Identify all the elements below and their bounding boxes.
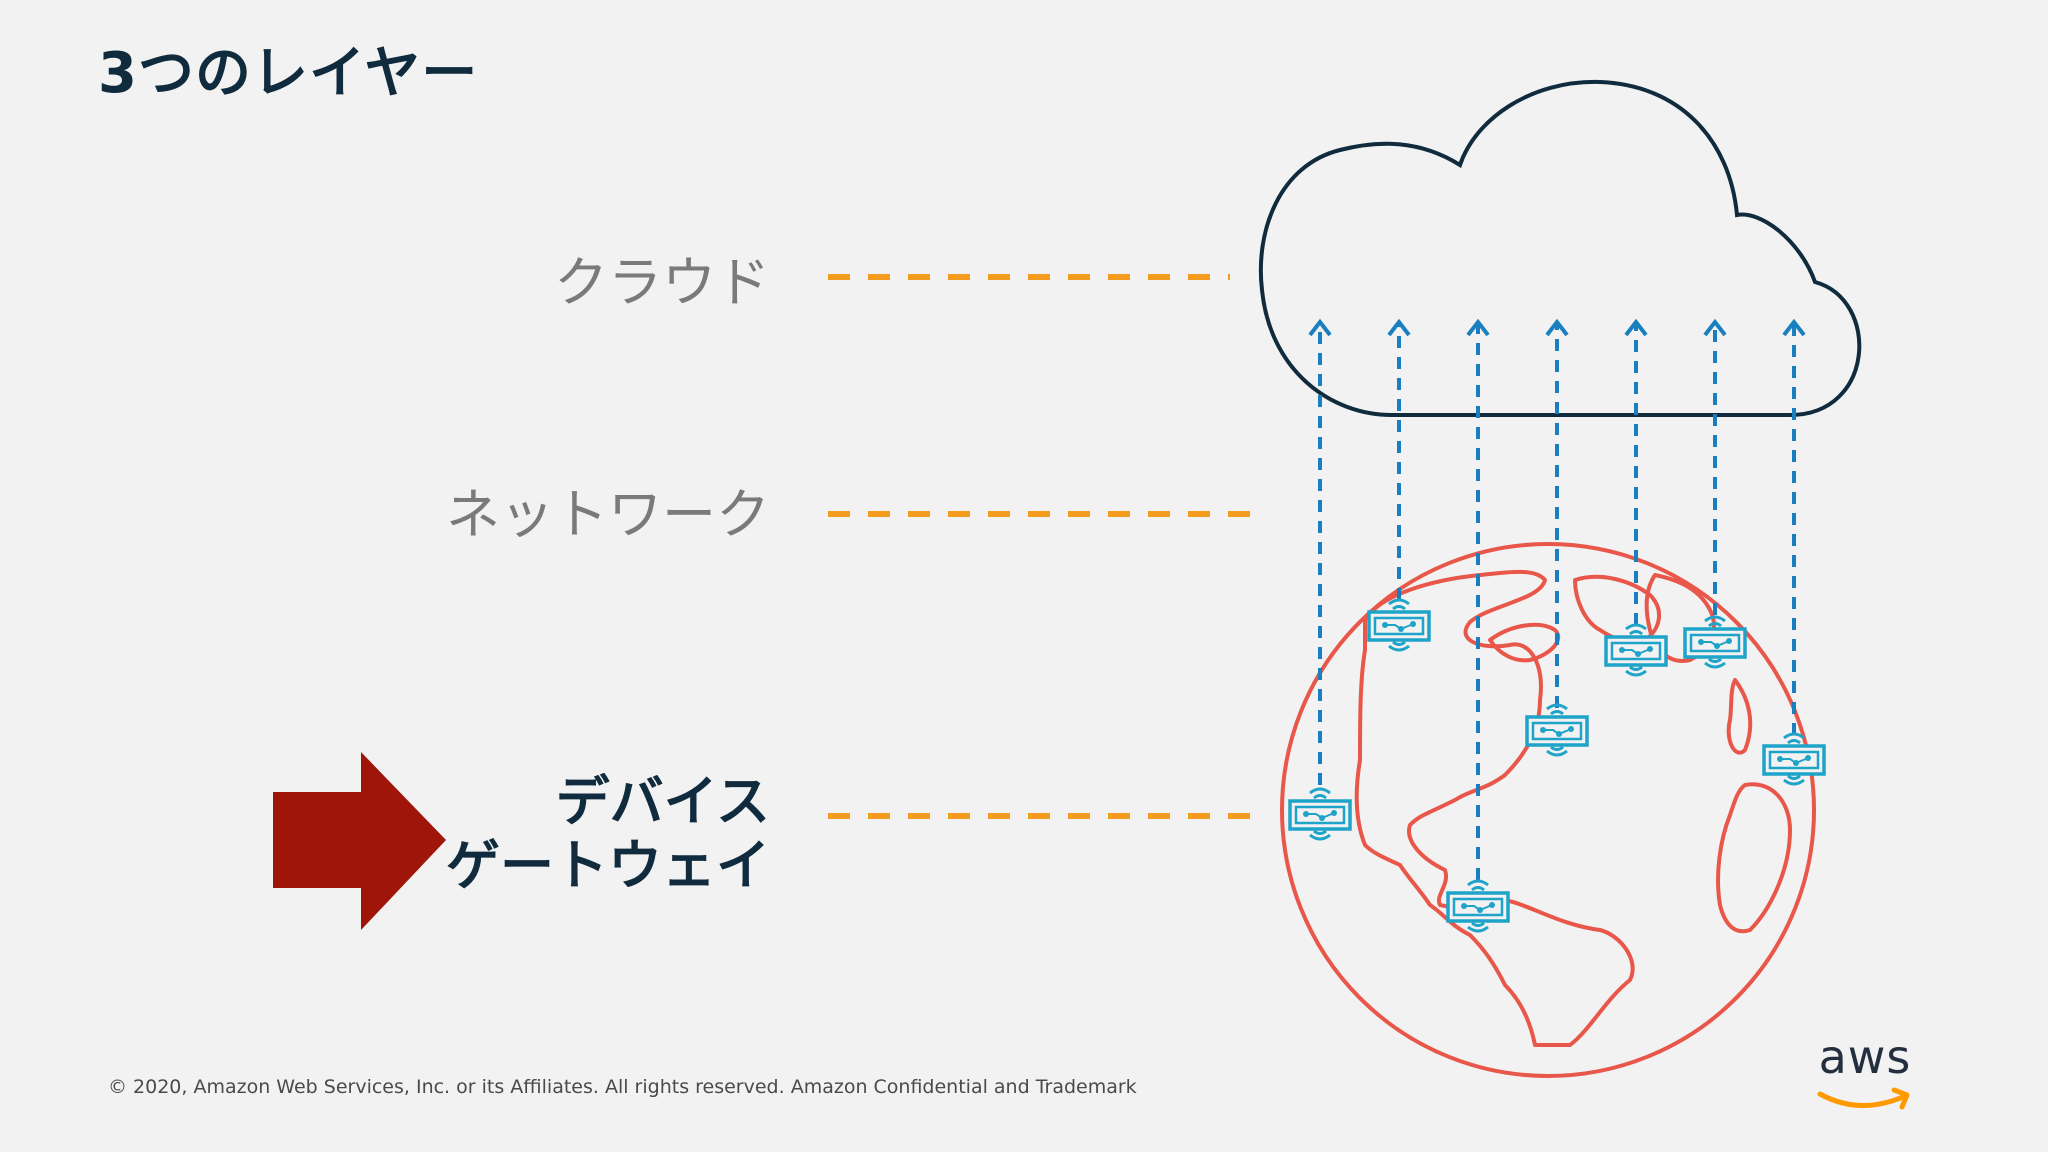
- uplink-arrows: [1308, 318, 1806, 880]
- layer-label-network: ネットワーク: [446, 483, 770, 546]
- uplink-arrow-6: [1703, 318, 1727, 615]
- uplink-arrow-5: [1624, 318, 1648, 625]
- device-icons: [1288, 598, 1826, 933]
- red-right-arrow-icon: [273, 752, 446, 930]
- device-icon-1: [1288, 787, 1352, 841]
- uplink-arrow-2: [1387, 318, 1411, 600]
- uplink-arrow-4: [1545, 318, 1569, 708]
- aws-logo-text: aws: [1818, 1030, 1912, 1084]
- uplink-arrow-7: [1782, 318, 1806, 735]
- cloud-icon: [1258, 79, 1862, 417]
- layer-label-device-gateway-line2: ゲートウェイ: [446, 833, 770, 897]
- aws-logo: aws: [1810, 1030, 1920, 1116]
- layer-label-device-gateway: デバイス ゲートウェイ: [446, 770, 770, 897]
- device-icon-5: [1604, 623, 1668, 677]
- device-icon-4: [1525, 703, 1589, 757]
- layer-label-device-gateway-line1: デバイス: [555, 770, 770, 833]
- uplink-arrow-3: [1466, 318, 1490, 880]
- uplink-arrow-1: [1308, 318, 1332, 785]
- globe-icon: [1280, 542, 1816, 1078]
- device-icon-3: [1446, 879, 1510, 933]
- device-icon-7: [1762, 732, 1826, 786]
- copyright-notice: © 2020, Amazon Web Services, Inc. or its…: [108, 1076, 1137, 1098]
- layer-label-cloud: クラウド: [554, 251, 770, 314]
- aws-smile-icon: [1817, 1087, 1910, 1110]
- page-title: 3つのレイヤー: [98, 41, 479, 106]
